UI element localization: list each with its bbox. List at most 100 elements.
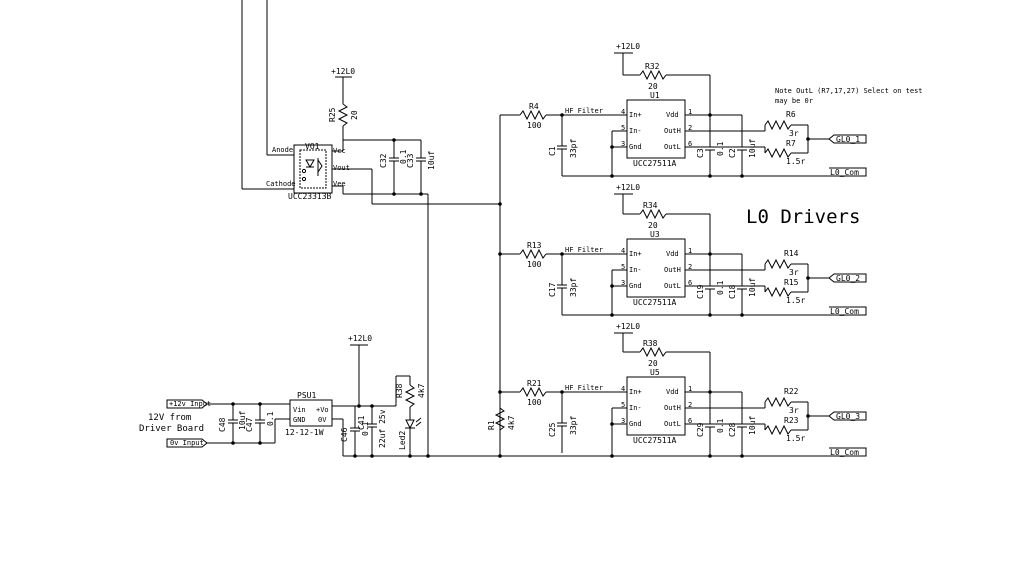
rs-value: 20	[648, 359, 658, 368]
c1-value: 0.1	[716, 141, 725, 156]
r38-value: 4k7	[417, 383, 426, 398]
common-label: L0_Com	[830, 307, 859, 316]
pin-inp: In+	[629, 250, 642, 258]
pin-gnd: Gnd	[629, 282, 642, 290]
pin-num-1: 1	[688, 385, 692, 393]
c2-ref: C28	[728, 422, 737, 437]
note-line-1: Note OutL (R7,17,27) Select on test	[775, 87, 923, 95]
cf-value: 33pf	[569, 416, 578, 435]
pin-vdd: Vdd	[666, 111, 679, 119]
rl-ref: R23	[784, 416, 799, 425]
rl-ref: R7	[786, 139, 796, 148]
c2-ref: C18	[728, 284, 737, 299]
rl-value: 1.5r	[786, 296, 805, 305]
rh-ref: R6	[786, 110, 796, 119]
pin-inp: In+	[629, 111, 642, 119]
opto-supply: +12L0 R25 20 C32 0.1 C33 10uf	[328, 67, 500, 205]
supply-label: +12L0	[616, 322, 640, 331]
pin-num-2: 2	[688, 263, 692, 271]
ic-part: UCC27511A	[633, 436, 677, 445]
r25-value: 20	[350, 110, 359, 120]
driver-stage-2: R13 100 HF Filter C17 33pf U3 UCC27511A …	[500, 183, 867, 317]
pin-num-3: 3	[621, 140, 625, 148]
rl-value: 1.5r	[786, 157, 805, 166]
input-12v: +12v_Input	[169, 400, 211, 408]
pin-num-4: 4	[621, 247, 625, 255]
rh-ref: R14	[784, 249, 799, 258]
hf-filter: HF Filter	[565, 107, 603, 115]
c1-ref: C29	[696, 422, 705, 437]
gate-output: GL0_2	[836, 274, 860, 283]
psu-pvo: +Vo	[316, 406, 329, 414]
rl-ref: R15	[784, 278, 799, 287]
c2-value: 10uf	[748, 139, 757, 158]
c1-ref: C19	[696, 284, 705, 299]
hf-filter: HF Filter	[565, 246, 603, 254]
rs-ref: R32	[645, 62, 660, 71]
pin-gnd: Gnd	[629, 143, 642, 151]
pin-num-6: 6	[688, 417, 692, 425]
pin-num-1: 1	[688, 108, 692, 116]
pin-vdd: Vdd	[666, 388, 679, 396]
pin-num-3: 3	[621, 279, 625, 287]
psu-section: +12v_Input 0v_Input 12V from Driver Boar…	[139, 334, 866, 458]
supply-label: +12L0	[616, 183, 640, 192]
pin-num-4: 4	[621, 108, 625, 116]
input-0v: 0v_Input	[170, 439, 204, 447]
rh-value: 3r	[789, 268, 799, 277]
gate-output: GL0_3	[836, 412, 860, 421]
rin-value: 100	[527, 398, 542, 407]
c48-ref: C48	[218, 417, 227, 432]
pin-inm: In-	[629, 404, 642, 412]
supply-label: +12L0	[616, 42, 640, 51]
cf-ref: C17	[548, 282, 557, 297]
pin-outl: OutL	[664, 420, 681, 428]
pin-vdd: Vdd	[666, 250, 679, 258]
pin-inp: In+	[629, 388, 642, 396]
c1-ref: C3	[696, 148, 705, 158]
rl-value: 1.5r	[786, 434, 805, 443]
driver-stage-3: R21 100 HF Filter C25 33pf U5 UCC27511A …	[500, 322, 867, 458]
pin-num-6: 6	[688, 279, 692, 287]
pin-num-4: 4	[621, 385, 625, 393]
rin-ref: R4	[529, 102, 539, 111]
trunks	[427, 115, 502, 458]
c41-value: 22uf 25v	[378, 409, 387, 448]
r1-ref: R1	[487, 420, 496, 430]
psu-0v: 0V	[318, 416, 327, 424]
pin-num-2: 2	[688, 124, 692, 132]
pin-num-5: 5	[621, 124, 625, 132]
opto-ref: VO1	[305, 142, 320, 151]
opto-vee-label: Vee	[333, 180, 346, 188]
ic-part: UCC27511A	[633, 298, 677, 307]
psu-vin: Vin	[293, 406, 306, 414]
c47-ref: C47	[245, 417, 254, 432]
cf-ref: C1	[548, 146, 557, 156]
rs-value: 20	[648, 221, 658, 230]
c33-ref: C33	[406, 153, 415, 168]
c2-ref: C2	[728, 148, 737, 158]
pin-num-6: 6	[688, 140, 692, 148]
sheet-title: L0 Drivers	[746, 206, 860, 228]
driver-stage-1: R4 100 HF Filter C1 33pf U1 UCC27511A In…	[500, 42, 867, 178]
gate-output: GL0_1	[836, 135, 860, 144]
pin-outh: OutH	[664, 127, 681, 135]
c2-value: 10uf	[748, 278, 757, 297]
pin-gnd: Gnd	[629, 420, 642, 428]
pin-outh: OutH	[664, 404, 681, 412]
opto-anode-label: Anode	[272, 146, 293, 154]
psu-gnd: GND	[293, 416, 306, 424]
psu-part: 12-12-1W	[285, 428, 324, 437]
common-label: L0_Com	[830, 448, 859, 457]
rs-ref: R34	[643, 201, 658, 210]
input-desc-2: Driver Board	[139, 424, 204, 434]
rin-value: 100	[527, 260, 542, 269]
input-desc-1: 12V from	[148, 413, 191, 423]
supply-label-top: +12L0	[331, 67, 355, 76]
cf-value: 33pf	[569, 139, 578, 158]
pin-num-3: 3	[621, 417, 625, 425]
led-ref: Led2	[398, 431, 407, 450]
note-line-2: may be 0r	[775, 97, 813, 105]
rh-value: 3r	[789, 406, 799, 415]
